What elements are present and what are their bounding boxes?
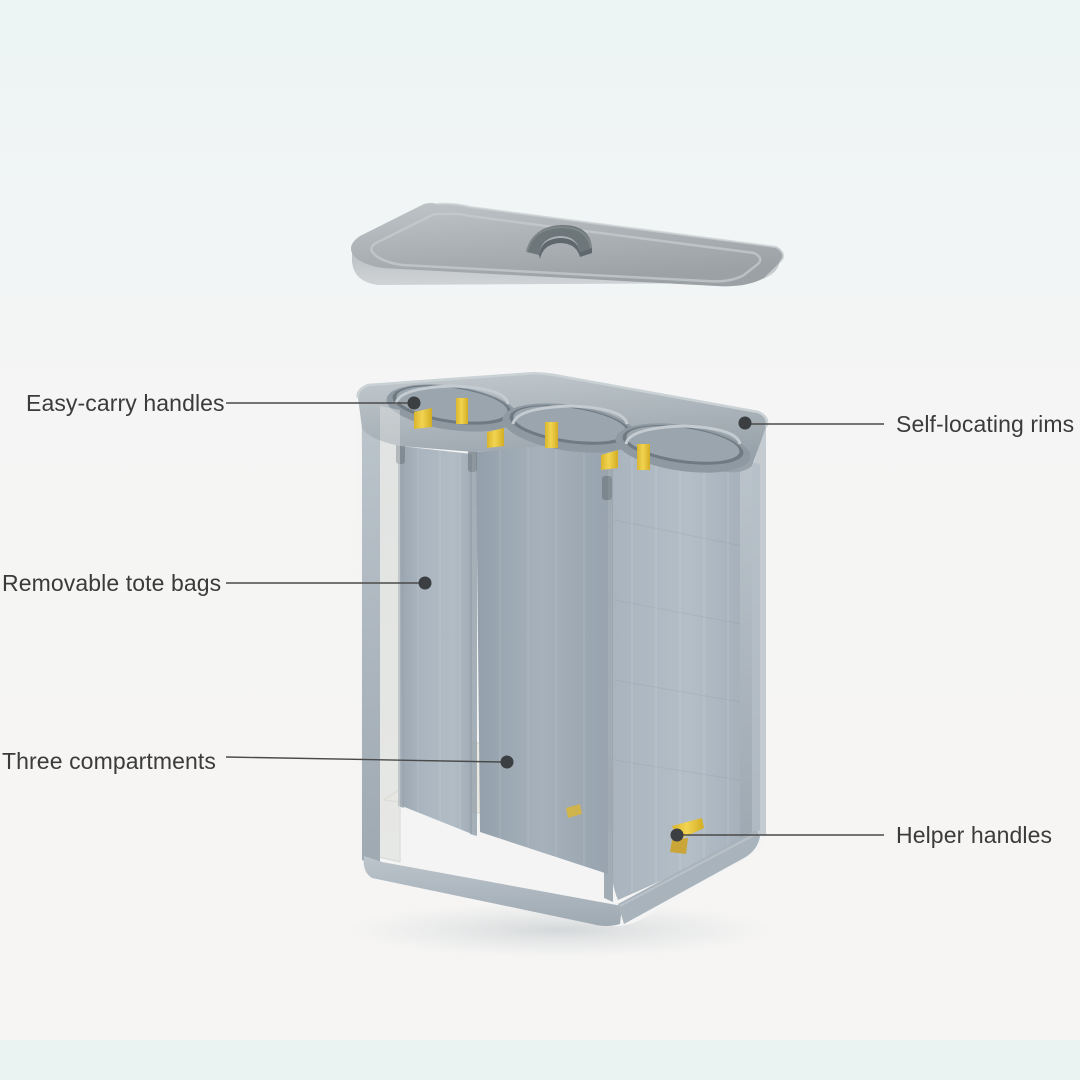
frame-rail-bottom-left [363,856,622,926]
tote-fabric-right-panel [612,438,752,900]
tote-bag-middle [476,438,608,874]
easy-carry-strap-right-a [601,450,618,470]
tote-zipper-middle [468,450,477,836]
easy-carry-strap-middle-a [487,428,504,448]
tote-bag-left [400,446,472,834]
annotation-label-helper-handles: Helper handles [896,822,1053,848]
tote-zipper-left [396,442,405,808]
frame-post-front-left [362,402,380,868]
frame-rail-bottom-right [618,830,760,924]
helper-handle-middle [566,804,582,818]
easy-carry-strap-middle-b [545,422,558,448]
annotation-label-easy-carry-handles: Easy-carry handles [26,390,225,416]
hamper-lid [351,202,785,287]
easy-carry-strap-right-b [637,444,650,470]
annotation-label-three-compartments: Three compartments [2,748,216,774]
hamper-body [356,371,769,927]
ground-shadow [345,902,775,958]
easy-carry-strap-left-b [456,398,468,424]
easy-carry-strap-left-a [414,408,432,429]
rim-opening-middle [502,403,638,453]
frame-post-right-corner [752,424,766,836]
annotation-label-removable-tote-bags: Removable tote bags [2,570,222,596]
lid-handle-icon [526,225,592,259]
annotation-label-self-locating-rims: Self-locating rims [896,411,1075,437]
tote-zipper-right [602,435,613,902]
